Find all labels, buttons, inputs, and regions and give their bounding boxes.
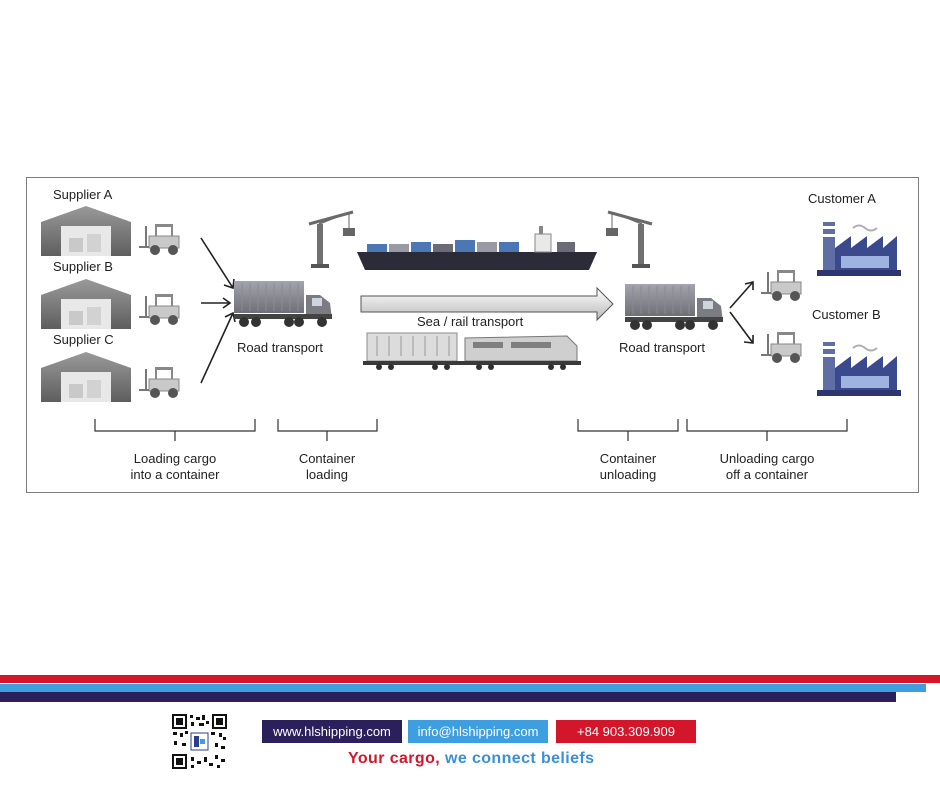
forklift-d-icon bbox=[760, 269, 802, 302]
right-crane-icon bbox=[604, 210, 654, 270]
sea-rail-label: Sea / rail transport bbox=[417, 314, 524, 329]
stage-braces bbox=[94, 419, 848, 441]
supplier-b-warehouse-icon bbox=[41, 279, 131, 329]
train-icon bbox=[363, 332, 581, 370]
left-truck-icon bbox=[233, 280, 333, 328]
supplier-a-label: Supplier A bbox=[53, 187, 113, 202]
customer-b-factory-icon bbox=[816, 341, 902, 397]
stage-unloading-cargo-label: Unloading cargo off a container bbox=[719, 451, 815, 482]
supplier-b-label: Supplier B bbox=[53, 259, 113, 274]
road-transport-left-label: Road transport bbox=[237, 340, 323, 355]
left-crane-icon bbox=[307, 210, 357, 270]
forklift-c-icon bbox=[138, 366, 180, 399]
forklift-a-icon bbox=[138, 223, 180, 256]
footer-stripe-blue bbox=[0, 684, 926, 692]
delivery-arrows bbox=[729, 280, 754, 344]
footer-stripe-navy bbox=[0, 692, 896, 702]
footer-stripe-red bbox=[0, 675, 940, 683]
supplier-c-label: Supplier C bbox=[53, 332, 114, 347]
forklift-e-icon bbox=[760, 331, 802, 364]
diagram-graphics bbox=[41, 206, 902, 441]
sea-rail-arrow bbox=[360, 286, 614, 322]
customer-a-label: Customer A bbox=[808, 191, 876, 206]
supply-arrows bbox=[200, 237, 236, 384]
supplier-c-warehouse-icon bbox=[41, 352, 131, 402]
qr-code-icon[interactable] bbox=[171, 713, 228, 770]
customer-a-factory-icon bbox=[816, 221, 902, 277]
tagline-red: Your cargo, bbox=[348, 750, 441, 767]
website-link[interactable]: www.hlshipping.com bbox=[262, 720, 402, 743]
stage-loading-cargo-label: Loading cargo into a container bbox=[130, 451, 220, 482]
stage-container-loading-label: Container loading bbox=[298, 451, 356, 482]
stage-container-unloading-label: Container unloading bbox=[599, 451, 657, 482]
supplier-a-warehouse-icon bbox=[41, 206, 131, 256]
phone-link[interactable]: +84 903.309.909 bbox=[556, 720, 696, 743]
road-transport-right-label: Road transport bbox=[619, 340, 705, 355]
email-link[interactable]: info@hlshipping.com bbox=[408, 720, 548, 743]
tagline: Your cargo, we connect beliefs bbox=[348, 750, 594, 768]
right-truck-icon bbox=[624, 283, 724, 331]
tagline-blue: we connect beliefs bbox=[440, 750, 595, 767]
logistics-diagram: Supplier A Supplier B Supplier C Road tr… bbox=[26, 177, 919, 493]
container-ship-icon bbox=[357, 226, 597, 270]
forklift-b-icon bbox=[138, 293, 180, 326]
customer-b-label: Customer B bbox=[812, 307, 881, 322]
